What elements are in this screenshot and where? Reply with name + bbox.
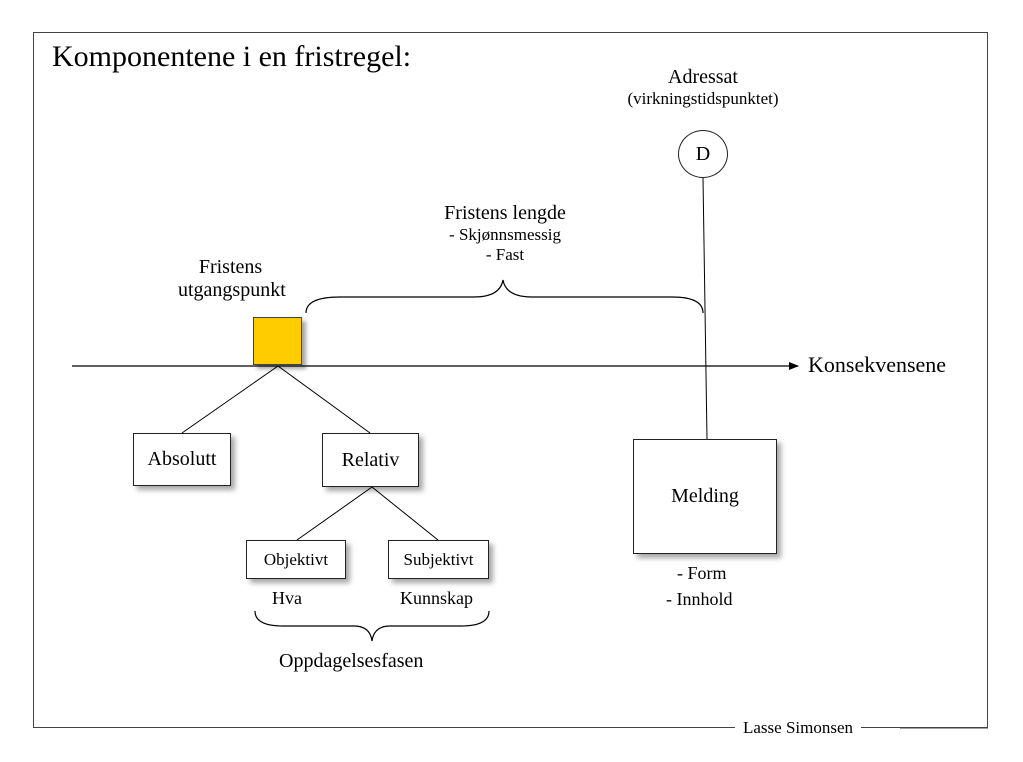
node-message: Melding <box>633 439 777 554</box>
axis-label: Konsekvensene <box>808 352 947 377</box>
discovery-brace <box>254 610 490 642</box>
addressee-node: D <box>678 130 728 178</box>
origin-label-line1: Fristens <box>198 256 263 278</box>
origin-label-line2: utgangspunkt <box>178 279 286 301</box>
length-title: Fristens lengde <box>444 202 566 224</box>
length-item-discretionary: - Skjønnsmessig <box>449 225 561 244</box>
addressee-subtitle: (virkningstidspunktet) <box>627 89 779 108</box>
length-item-fixed: - Fast <box>485 245 525 264</box>
label-knowledge: Kunnskap <box>400 588 473 608</box>
node-objective: Objektivt <box>246 540 346 579</box>
addressee-label: Adressat (virkningstidspunktet) <box>603 66 803 109</box>
length-label: Fristens lengde - Skjønnsmessig - Fast <box>405 202 605 265</box>
edge-relative-subjective <box>371 486 439 541</box>
label-content: - Innhold <box>666 589 733 609</box>
signature: Lasse Simonsen <box>735 718 862 738</box>
origin-square <box>253 317 302 365</box>
edge-origin-absolute <box>181 365 279 434</box>
node-subjective: Subjektivt <box>388 540 489 579</box>
addressee-title: Adressat <box>668 66 738 88</box>
length-brace <box>305 279 704 314</box>
slide-frame <box>33 32 988 728</box>
origin-label: Fristens utgangspunkt <box>178 256 286 302</box>
edge-origin-relative <box>277 365 371 434</box>
slide-title: Komponentene i en fristregel: <box>52 40 412 73</box>
label-what: Hva <box>272 588 302 608</box>
label-form: - Form <box>677 563 727 583</box>
label-discovery-phase: Oppdagelsesfasen <box>279 650 424 672</box>
node-relative: Relativ <box>322 433 419 487</box>
edge-relative-objective <box>296 486 373 541</box>
node-absolute: Absolutt <box>133 433 231 486</box>
addressee-line <box>702 177 708 440</box>
